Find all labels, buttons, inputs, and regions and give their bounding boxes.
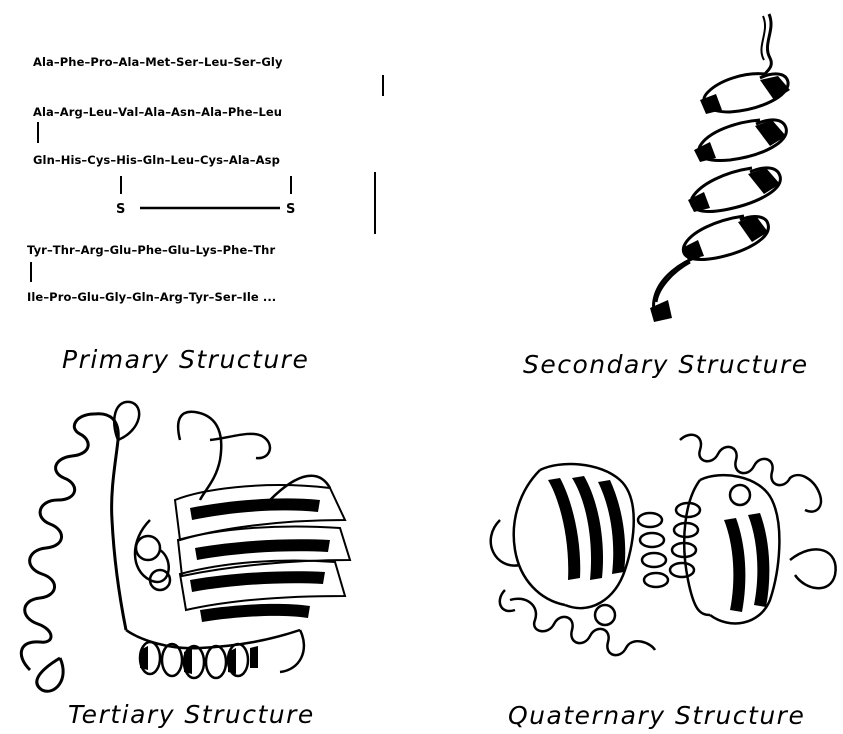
caption-primary-structure: Primary Structure <box>62 345 309 374</box>
caption-secondary-structure: Secondary Structure <box>523 350 809 379</box>
caption-quaternary-structure: Quaternary Structure <box>508 701 805 730</box>
caption-tertiary-structure: Tertiary Structure <box>68 700 315 729</box>
